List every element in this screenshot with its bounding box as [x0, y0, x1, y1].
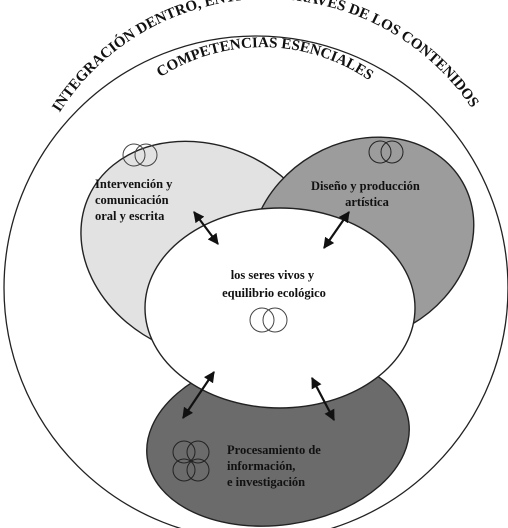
label-communication: Intervención y comunicación oral y escri…	[95, 177, 176, 223]
three-circles-icon	[172, 440, 210, 482]
label-design: Diseño y producción artística	[311, 179, 423, 209]
arrow-design-center	[323, 211, 350, 249]
two-circles-icon	[249, 307, 288, 333]
label-research: Procesamiento de información, e investig…	[227, 443, 324, 489]
arrow-center-research-left	[182, 371, 215, 419]
arrow-communication-center	[193, 211, 219, 245]
center-ellipse	[144, 207, 416, 409]
two-circles-icon	[122, 143, 158, 167]
label-center: los seres vivos y equilibrio ecológico	[222, 268, 326, 300]
arrow-center-research-right	[311, 377, 335, 421]
two-circles-icon	[368, 140, 404, 164]
